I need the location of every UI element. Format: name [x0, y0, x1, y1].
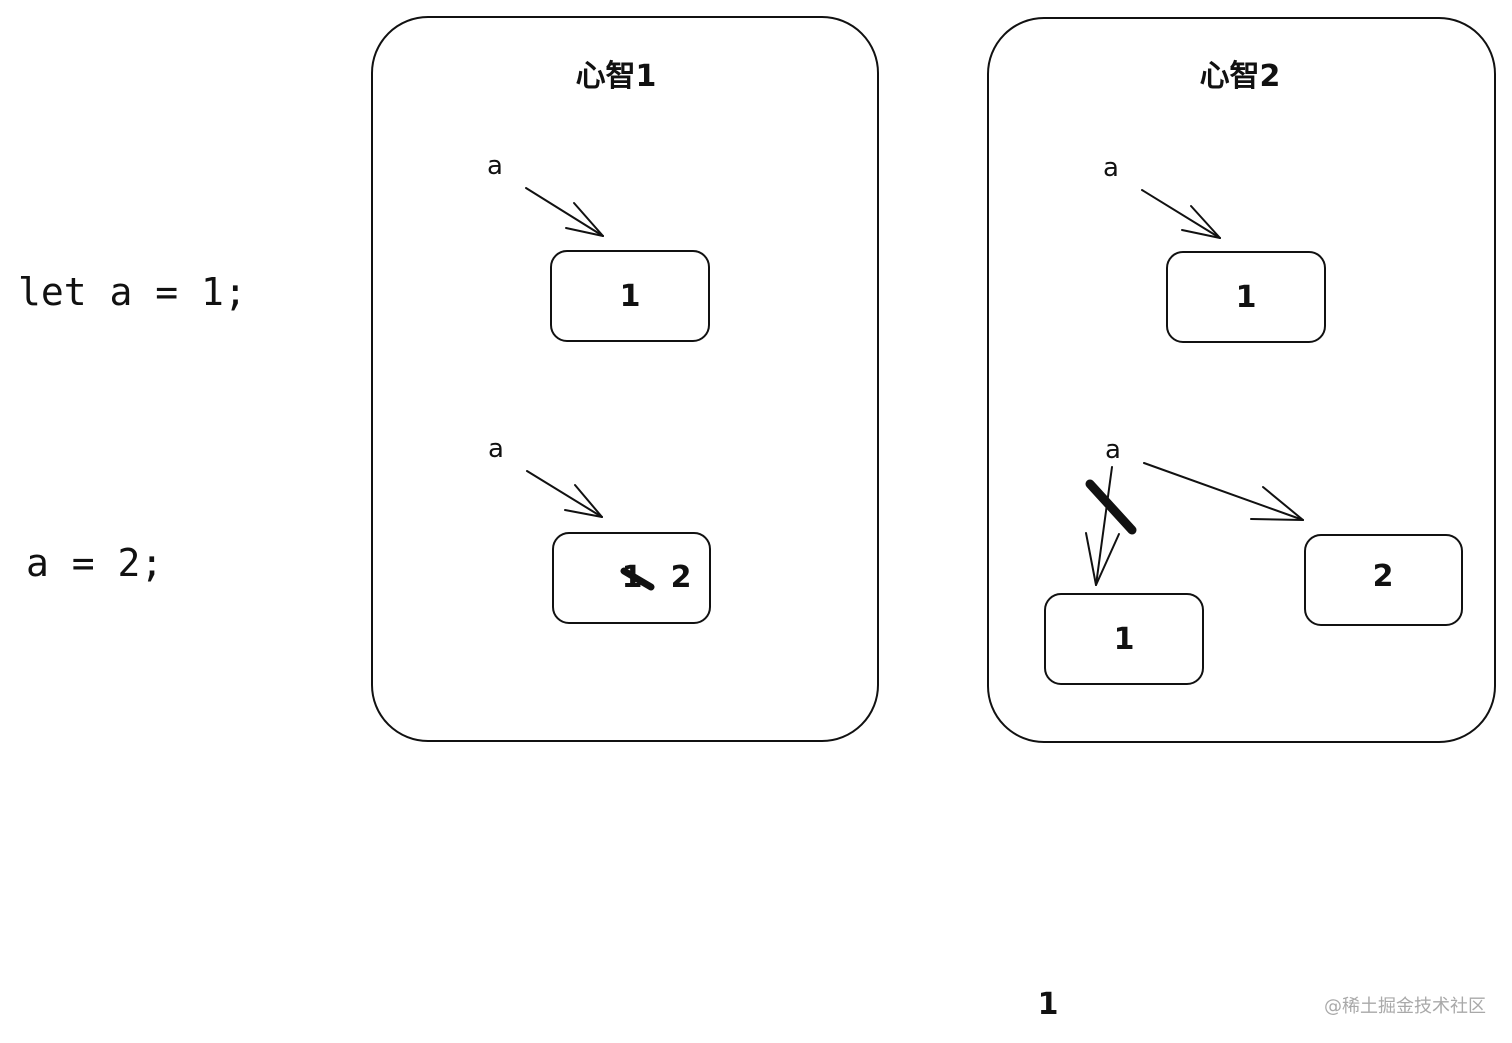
- panel-2-top-value: 1: [1236, 280, 1257, 315]
- panel-1-top-var: a: [487, 151, 503, 181]
- panel-2-old-value-box: [1044, 593, 1204, 685]
- panel-1-strike-mark: [620, 567, 655, 591]
- panel-1-bottom-arrow: [526, 470, 603, 518]
- panel-1-top-arrow: [525, 187, 604, 237]
- panel-mind-2: 心智2 a 1 a 1 2: [987, 17, 1496, 743]
- panel-1-bottom-value: 2: [671, 560, 692, 595]
- panel-2-top-value-box: [1166, 251, 1326, 343]
- panel-2-top-var: a: [1103, 153, 1119, 183]
- panel-1-top-value-box: [550, 250, 710, 342]
- panel-1-bottom-var: a: [488, 434, 504, 464]
- panel-mind-1: 心智1 a 1 a 1 2: [371, 16, 879, 742]
- panel-2-title: 心智2: [1200, 59, 1281, 94]
- panel-2-strike-mark: [1085, 479, 1137, 535]
- panel-1-title: 心智1: [576, 59, 657, 94]
- panel-2-old-arrow: [1085, 466, 1120, 586]
- panel-1-bottom-value-box: [552, 532, 711, 624]
- panel-1-top-value: 1: [620, 279, 641, 314]
- panel-2-new-value-box: [1304, 534, 1463, 626]
- panel-2-new-arrow: [1143, 462, 1304, 521]
- panel-2-bottom-var: a: [1105, 435, 1121, 465]
- page-number: 1: [1038, 987, 1059, 1022]
- panel-2-frame: [987, 17, 1496, 743]
- panel-2-new-value: 2: [1373, 559, 1394, 594]
- code-line-assign: a = 2;: [26, 541, 163, 585]
- panel-2-top-arrow: [1141, 189, 1221, 239]
- watermark: @稀土掘金技术社区: [1324, 996, 1486, 1017]
- panel-1-frame: [371, 16, 879, 742]
- code-line-let: let a = 1;: [18, 270, 247, 314]
- panel-2-old-value: 1: [1114, 622, 1135, 657]
